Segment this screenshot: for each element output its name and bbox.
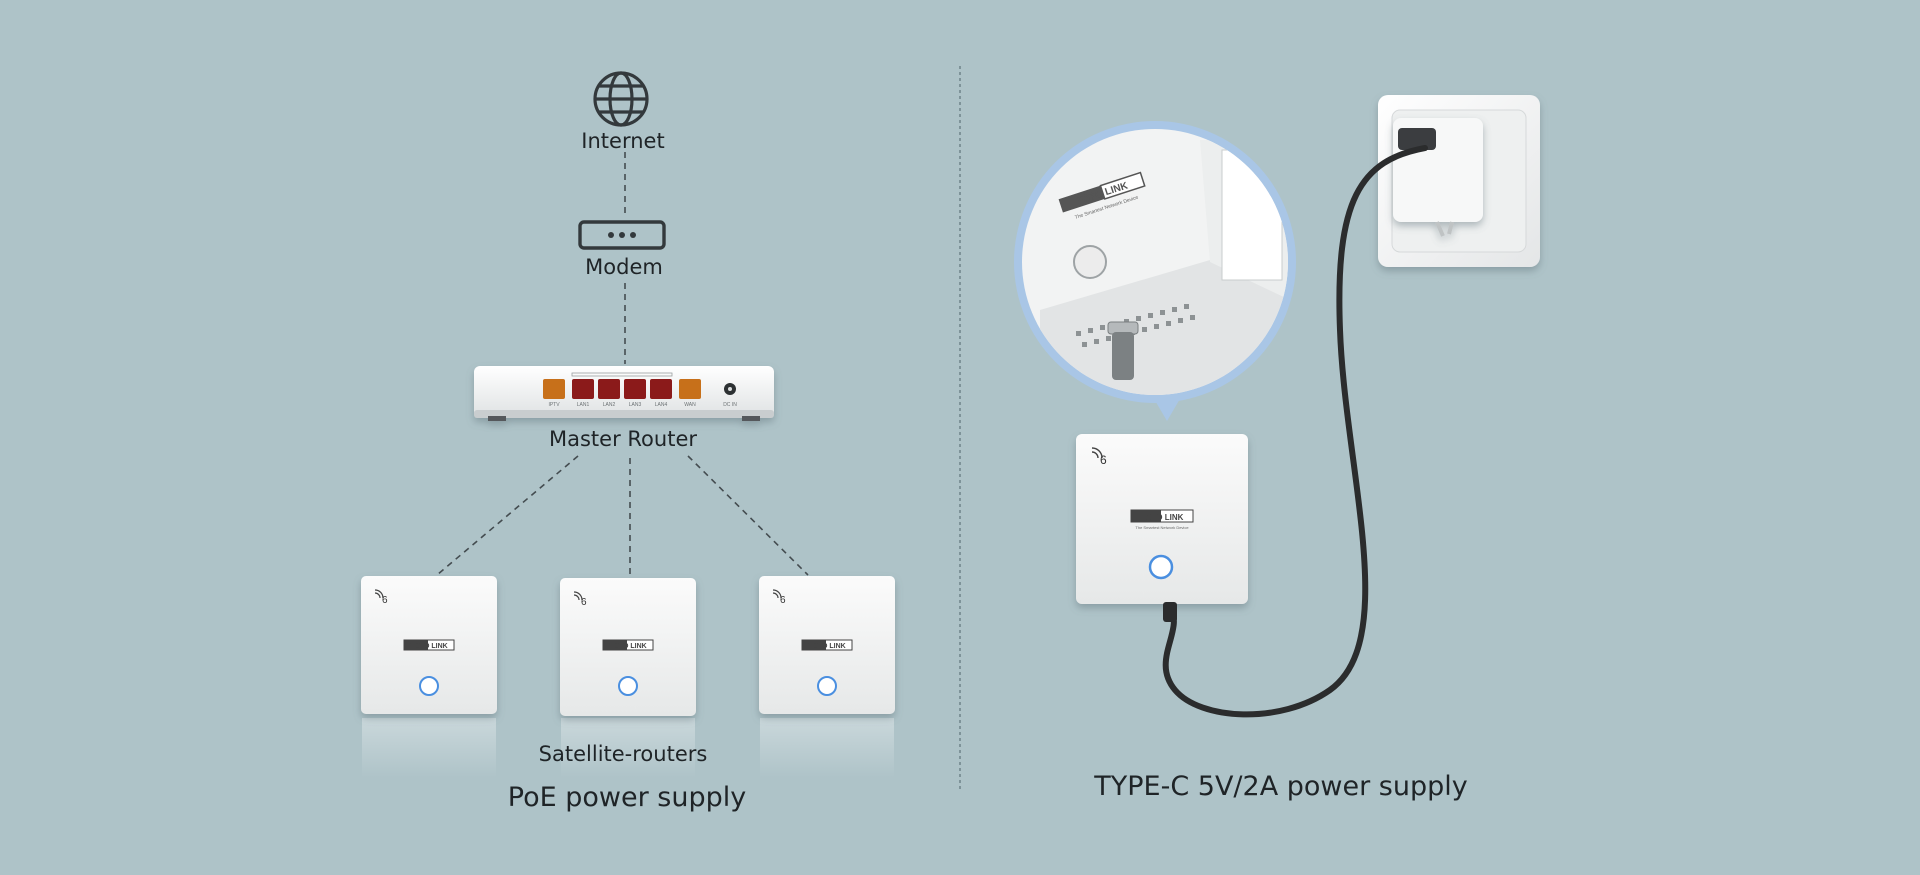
brand-tagline: The Smartest Network Device — [1135, 525, 1189, 530]
wifi-badge: 6 — [581, 597, 587, 608]
brand-logo: TOTO LINK — [609, 643, 646, 650]
poe-caption: PoE power supply — [507, 782, 747, 813]
usb-c-cable — [1162, 145, 1428, 718]
reflection — [362, 718, 496, 778]
modem-label: Modem — [585, 255, 663, 279]
internet-label: Internet — [581, 129, 665, 153]
connection-lines — [436, 152, 809, 576]
port-label: LAN3 — [629, 402, 642, 408]
satellite-router-details: 6 TOTO LINK — [772, 589, 853, 696]
router-port-labels: IPTV LAN1 LAN2 LAN3 LAN4 WAN DC IN — [548, 402, 737, 408]
brand-logo: TOTO LINK — [1141, 513, 1184, 522]
reflection — [561, 718, 695, 778]
port-label: DC IN — [723, 402, 737, 408]
wifi-badge: 6 — [1100, 453, 1107, 467]
zoom-bubble: TOTO LINK The Smartest Network Device — [1014, 121, 1296, 421]
port-label: IPTV — [548, 402, 560, 408]
power-adapter — [1393, 118, 1483, 237]
reflection — [760, 718, 894, 778]
satellites-label: Satellite-routers — [538, 742, 708, 766]
router-ports — [543, 372, 736, 399]
typec-caption: TYPE-C 5V/2A power supply — [1094, 771, 1468, 802]
port-label: WAN — [684, 402, 696, 408]
wifi-badge: 6 — [780, 595, 786, 606]
satellite-router-details: 6 TOTO LINK — [573, 591, 654, 696]
port-label: LAN1 — [577, 402, 590, 408]
port-label: LAN2 — [603, 402, 616, 408]
master-router-label: Master Router — [549, 427, 697, 451]
usb-c-plug — [1163, 602, 1177, 622]
satellite-router-details: 6 TOTO LINK — [374, 589, 455, 696]
brand-logo: TOTO LINK — [808, 643, 845, 650]
brand-logo: TOTO LINK — [410, 643, 447, 650]
main-device-details: 6 TOTO LINK The Smartest Network Device — [1091, 447, 1194, 580]
port-label: LAN4 — [655, 402, 668, 408]
globe-icon — [593, 71, 649, 127]
modem-icon — [578, 220, 666, 250]
wifi-badge: 6 — [382, 595, 388, 606]
